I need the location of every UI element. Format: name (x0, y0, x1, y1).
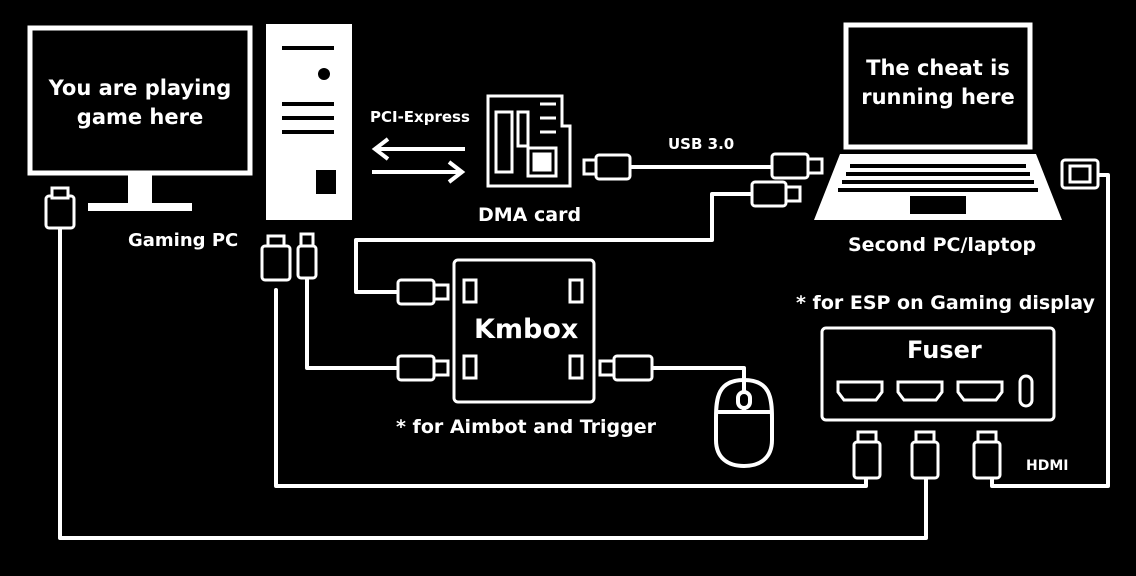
hdmi-cable-monitor-to-fuser (58, 226, 928, 540)
monitor-screen-line2: game here (76, 105, 204, 129)
fuser-label: Fuser (907, 336, 982, 364)
dma-card-label: DMA card (478, 204, 582, 226)
kmbox-icon (452, 258, 596, 404)
monitor-icon (27, 25, 253, 211)
hdmi-label: HDMI (1026, 458, 1069, 474)
usb-cable-pc-to-kmbox (305, 276, 400, 370)
hdmi-plug-icon (972, 430, 1002, 480)
usb-plug-icon (396, 354, 450, 382)
dma-card-icon (486, 94, 572, 188)
fuser-note: * for ESP on Gaming display (796, 292, 1095, 314)
usb-plug-icon (296, 232, 318, 280)
pci-express-arrows (371, 137, 466, 184)
laptop-icon (814, 22, 1062, 220)
hdmi-plug-icon (910, 430, 940, 480)
hdmi-cable-pc-to-fuser (274, 288, 868, 488)
pci-express-label: PCI-Express (370, 108, 470, 126)
usb-plug-icon (598, 354, 654, 382)
gaming-pc-label: Gaming PC (128, 230, 239, 251)
laptop-screen-line1: The cheat is (866, 56, 1010, 80)
hdmi-plug-icon (44, 186, 76, 230)
pc-tower-icon (266, 24, 352, 220)
monitor-screen-text: You are playing game here (30, 74, 250, 132)
usb-plug-icon (396, 278, 450, 306)
mouse-icon (714, 377, 774, 469)
fuser-icon (820, 326, 1056, 422)
kmbox-label: Kmbox (474, 314, 579, 345)
second-pc-label: Second PC/laptop (848, 234, 1037, 256)
usb-plug-icon (750, 180, 802, 208)
usb-plug-icon (770, 152, 824, 180)
hdmi-plug-icon (1060, 158, 1100, 190)
hdmi-plug-icon (852, 430, 882, 480)
monitor-screen-line1: You are playing (48, 76, 232, 100)
usb-cable-laptop-to-kmbox (354, 192, 754, 294)
kmbox-note: * for Aimbot and Trigger (396, 416, 656, 438)
usb-cable-kmbox-to-mouse (650, 366, 746, 382)
usb-label: USB 3.0 (668, 135, 735, 153)
hdmi-cable-laptop-to-fuser (990, 173, 1110, 488)
usb-plug-icon (582, 153, 632, 181)
laptop-screen-line2: running here (861, 85, 1015, 109)
hdmi-plug-icon (260, 234, 292, 282)
laptop-screen-text: The cheat is running here (846, 54, 1030, 112)
